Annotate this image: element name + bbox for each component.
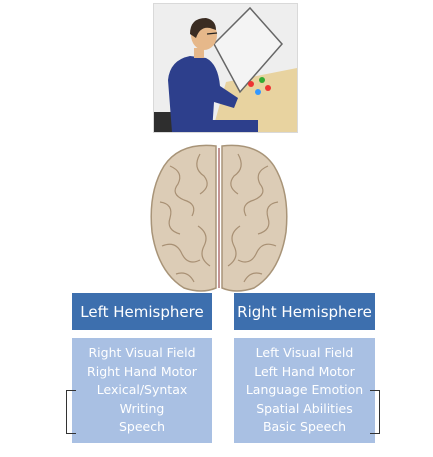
- list-item: Speech: [118, 419, 166, 435]
- left-hemisphere-header: Left Hemisphere: [72, 293, 212, 330]
- right-hemisphere-header: Right Hemisphere: [234, 293, 375, 330]
- right-hemisphere-title: Right Hemisphere: [237, 302, 372, 321]
- list-item: Spatial Abilities: [256, 400, 353, 416]
- list-item: Right Hand Motor: [87, 363, 197, 379]
- list-item: Language Emotion: [245, 382, 364, 398]
- right-language-bracket: [370, 390, 380, 434]
- list-item: Writing: [119, 400, 165, 416]
- list-item: Lexical/Syntax: [96, 382, 188, 398]
- right-hemisphere-functions: Left Visual Field Left Hand Motor Langua…: [234, 338, 375, 443]
- list-item: Basic Speech: [262, 419, 347, 435]
- list-item: Left Visual Field: [255, 345, 354, 361]
- list-item: Right Visual Field: [88, 345, 196, 361]
- left-hemisphere-title: Left Hemisphere: [80, 302, 204, 321]
- brain-top-view: [140, 142, 298, 294]
- left-language-bracket: [66, 390, 76, 434]
- patient-at-screen-illustration: [153, 3, 298, 133]
- left-hemisphere-functions: Right Visual Field Right Hand Motor Lexi…: [72, 338, 212, 443]
- list-item: Left Hand Motor: [254, 363, 355, 379]
